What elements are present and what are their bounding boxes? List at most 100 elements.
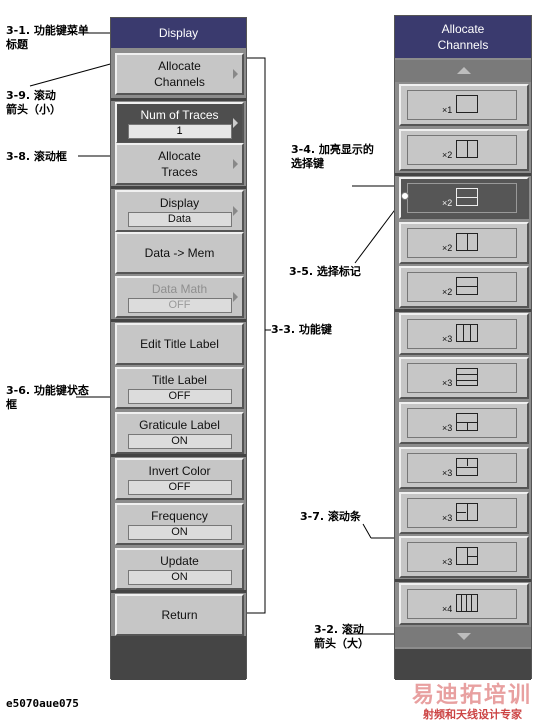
key-label: Invert Color — [148, 464, 211, 478]
status-box: OFF — [127, 389, 232, 404]
allocate-x3-2top-1bottom-button[interactable]: ×3 — [399, 447, 529, 489]
key-label: Num of Traces — [140, 108, 219, 122]
status-box: ON — [127, 434, 232, 449]
data-math-button[interactable]: Data Math OFF — [115, 276, 244, 318]
empty-area — [111, 636, 246, 680]
status-box: ON — [127, 570, 232, 585]
selection-frame: ×4 — [407, 589, 517, 619]
separator — [111, 186, 246, 189]
num-of-traces-button[interactable]: Num of Traces 1 — [115, 102, 244, 144]
edit-title-label-button[interactable]: Edit Title Label — [115, 323, 244, 365]
layout-1-left-2-right-icon — [456, 547, 478, 565]
layout-2-rows-icon — [456, 277, 478, 295]
key-label: Display — [159, 196, 200, 210]
key-label: Update — [160, 554, 199, 568]
allocate-channels-button[interactable]: Allocate Channels — [115, 53, 244, 95]
key-label: Title Label — [152, 373, 207, 387]
submenu-arrow-icon — [233, 206, 238, 216]
layout-2-columns-icon — [456, 140, 478, 158]
multiplier-label: ×1 — [442, 105, 453, 115]
separator — [111, 454, 246, 457]
selection-frame: ×3 — [407, 319, 517, 349]
layout-2-left-1-right-icon — [456, 503, 478, 521]
figure-id: e5070aue075 — [6, 697, 79, 710]
key-label: Edit Title Label — [140, 337, 219, 351]
layout-3-columns-icon — [456, 324, 478, 342]
multiplier-label: ×3 — [442, 334, 453, 344]
layout-2-rows-icon — [456, 188, 478, 206]
allocate-x3-2left-1right-button[interactable]: ×3 — [399, 492, 529, 534]
selection-frame: ×3 — [407, 542, 517, 572]
key-label: Allocate Traces — [158, 149, 201, 179]
multiplier-label: ×2 — [442, 150, 453, 160]
allocate-x2-rows-button-highlighted[interactable]: ×2 — [399, 177, 529, 219]
update-button[interactable]: Update ON — [115, 548, 244, 590]
menu-title: Allocate Channels — [395, 16, 531, 58]
status-box: OFF — [127, 298, 232, 313]
annotation-scroll-arrow-large: 3-2. 滚动 箭头（大） — [314, 623, 369, 650]
arrow-up-icon — [457, 67, 471, 74]
allocate-x4-columns-button[interactable]: ×4 — [399, 583, 529, 625]
selection-frame: ×2 — [407, 135, 517, 165]
key-label: Allocate Channels — [154, 59, 205, 89]
scroll-arrow-small[interactable] — [111, 98, 246, 101]
graticule-label-button[interactable]: Graticule Label ON — [115, 412, 244, 454]
separator — [395, 309, 531, 312]
annotation-scroll-bar: 3-7. 滚动条 — [300, 510, 361, 523]
multiplier-label: ×2 — [442, 287, 453, 297]
status-box: ON — [127, 525, 232, 540]
selection-mark — [401, 192, 409, 200]
multiplier-label: ×2 — [442, 243, 453, 253]
allocate-x1-button[interactable]: ×1 — [399, 84, 529, 126]
scroll-arrow-up-large[interactable] — [395, 60, 531, 82]
key-label: Data Math — [151, 282, 208, 296]
multiplier-label: ×3 — [442, 423, 453, 433]
return-button[interactable]: Return — [115, 594, 244, 636]
display-soft-key-menu: Display Allocate Channels Num of Traces … — [110, 17, 247, 680]
key-label: Data -> Mem — [144, 246, 215, 260]
arrow-down-icon — [457, 633, 471, 640]
allocate-x2-columns-button-2[interactable]: ×2 — [399, 222, 529, 264]
allocate-x3-1left-2right-button[interactable]: ×3 — [399, 536, 529, 578]
frequency-button[interactable]: Frequency ON — [115, 503, 244, 545]
selection-frame: ×3 — [407, 363, 517, 393]
selection-frame: ×3 — [407, 498, 517, 528]
layout-2-top-1-bottom-icon — [456, 458, 478, 476]
annotation-selection-mark: 3-5. 选择标记 — [289, 265, 361, 278]
annotation-scroll-box: 3-8. 滚动框 — [6, 150, 67, 163]
status-box: Data — [127, 212, 232, 227]
display-button[interactable]: Display Data — [115, 190, 244, 232]
separator — [111, 319, 246, 322]
annotation-scroll-arrow-small: 3-9. 滚动 箭头（小） — [6, 89, 61, 116]
title-label-button[interactable]: Title Label OFF — [115, 367, 244, 409]
submenu-arrow-icon — [233, 118, 238, 128]
key-label: Return — [161, 608, 198, 622]
status-box: 1 — [127, 124, 232, 139]
annotation-soft-key-menu-title: 3-1. 功能键菜单 标题 — [6, 24, 89, 51]
status-box: OFF — [127, 480, 232, 495]
watermark-subtitle: 射频和天线设计专家 — [423, 709, 522, 721]
allocate-channels-menu: Allocate Channels ×1 ×2 ×2 ×2 ×2 — [394, 15, 532, 680]
submenu-arrow-icon — [233, 69, 238, 79]
multiplier-label: ×3 — [442, 378, 453, 388]
allocate-x2-rows-button-2[interactable]: ×2 — [399, 266, 529, 308]
allocate-x2-columns-button[interactable]: ×2 — [399, 129, 529, 171]
multiplier-label: ×3 — [442, 513, 453, 523]
layout-4-columns-icon — [456, 594, 478, 612]
empty-area — [395, 649, 531, 680]
layout-3-rows-icon — [456, 368, 478, 386]
allocate-x3-rows-button[interactable]: ×3 — [399, 357, 529, 399]
invert-color-button[interactable]: Invert Color OFF — [115, 458, 244, 500]
selection-frame: ×3 — [407, 453, 517, 483]
scroll-arrow-down-large[interactable] — [395, 627, 531, 647]
allocate-x3-1top-2bottom-button[interactable]: ×3 — [399, 402, 529, 444]
allocate-traces-button[interactable]: Allocate Traces — [115, 143, 244, 185]
annotation-soft-key: 3-3. 功能键 — [271, 323, 332, 336]
selection-frame: ×2 — [407, 272, 517, 302]
key-label: Frequency — [151, 509, 208, 523]
data-to-mem-button[interactable]: Data -> Mem — [115, 232, 244, 274]
submenu-arrow-icon — [233, 159, 238, 169]
allocate-x3-columns-button[interactable]: ×3 — [399, 313, 529, 355]
menu-title: Display — [111, 18, 246, 48]
